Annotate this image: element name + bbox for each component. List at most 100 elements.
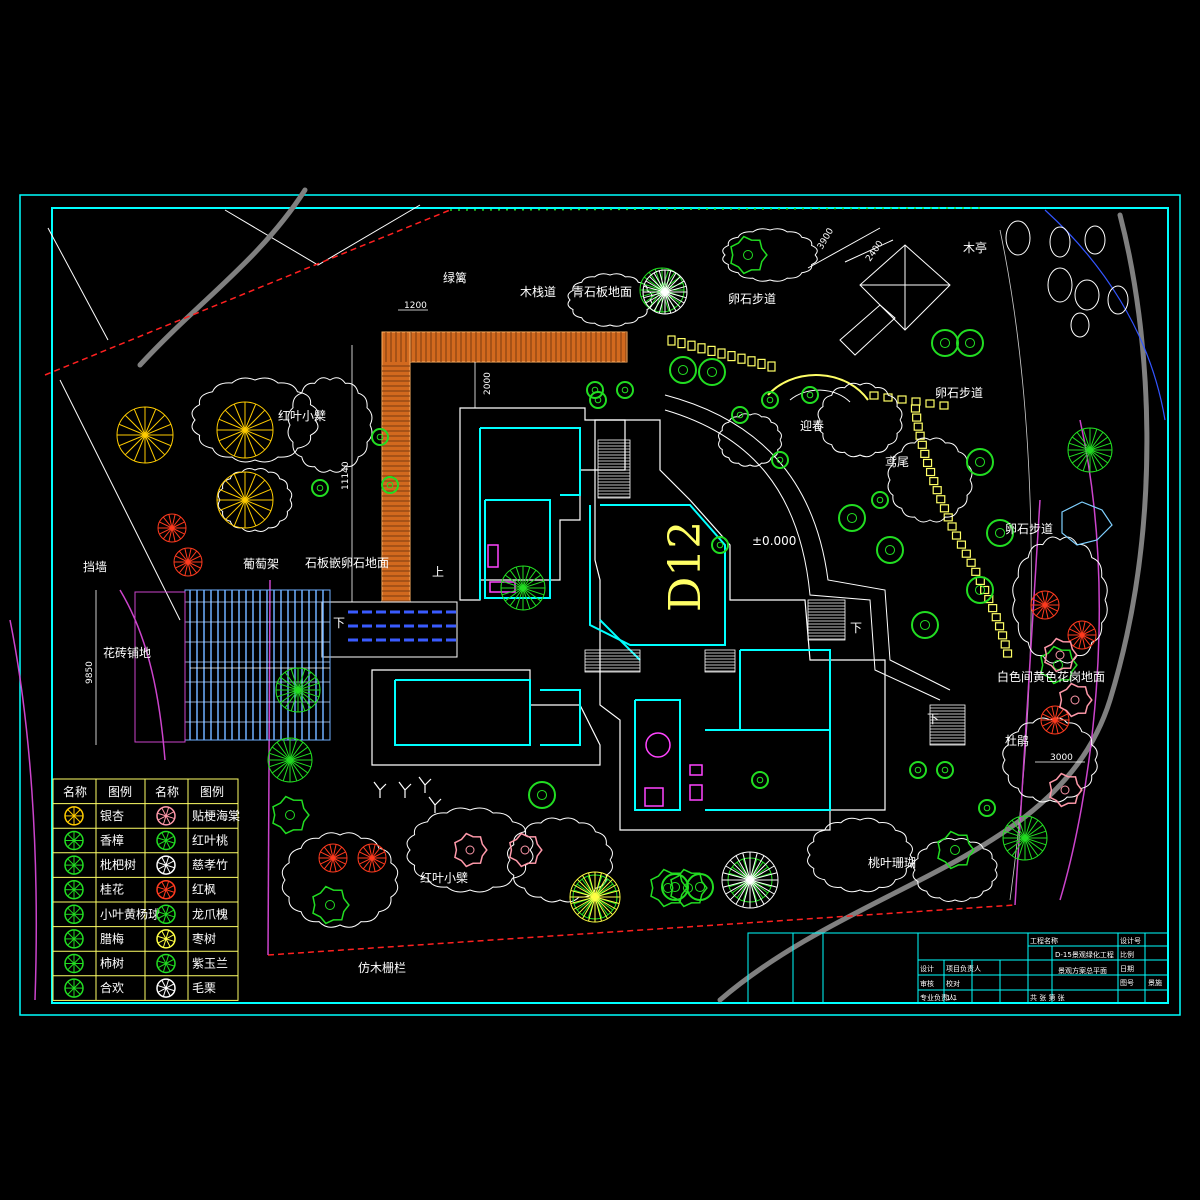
plant-outline bbox=[686, 873, 714, 901]
plant-spoke bbox=[653, 291, 666, 312]
brick-paving-area bbox=[134, 591, 186, 743]
plant-spoke bbox=[1089, 436, 1109, 451]
plant-spoke bbox=[576, 896, 596, 916]
bamboo-leaf bbox=[373, 781, 387, 798]
plant-spoke bbox=[1045, 719, 1056, 732]
plant-spoke bbox=[522, 587, 537, 607]
plant-spoke bbox=[645, 291, 666, 304]
legend-symbol-spoke bbox=[157, 812, 167, 817]
boundary-lines bbox=[9, 207, 1101, 1001]
legend-symbol-spoke bbox=[67, 956, 75, 964]
plant-spoke bbox=[594, 896, 608, 919]
shrub-mass bbox=[912, 838, 998, 902]
plant-spoke bbox=[749, 865, 775, 881]
legend-symbol-spoke bbox=[73, 864, 81, 872]
legend-symbol-spoke bbox=[165, 905, 170, 915]
pebble bbox=[991, 613, 1001, 622]
legend-symbol-ring bbox=[156, 879, 176, 900]
plant-spoke bbox=[1011, 837, 1026, 857]
wooden-pavilion bbox=[807, 227, 951, 331]
legend-symbol-ring bbox=[156, 806, 176, 826]
plant-core bbox=[983, 804, 991, 812]
legend-symbol-spoke bbox=[73, 840, 81, 848]
tb-tag-3: 日期 bbox=[1120, 965, 1134, 973]
rockery bbox=[1061, 501, 1113, 546]
pebble bbox=[717, 348, 726, 359]
plant-spoke bbox=[1024, 830, 1047, 839]
plant-spoke bbox=[282, 738, 291, 761]
plant-outline bbox=[616, 381, 634, 399]
legend-symbol-ring bbox=[156, 855, 176, 875]
plant-spoke bbox=[168, 514, 173, 529]
label-up: 上 bbox=[432, 565, 444, 579]
plant-outline bbox=[937, 830, 975, 870]
plant-core bbox=[736, 411, 744, 419]
label-slate-pebble: 石板嵌卵石地面 bbox=[305, 556, 389, 570]
small-shrub bbox=[586, 381, 604, 399]
plant-spoke bbox=[749, 859, 771, 881]
plant-outline bbox=[771, 451, 789, 469]
plant-outline bbox=[986, 519, 1014, 547]
plant-spoke bbox=[576, 878, 596, 898]
pebble-paths bbox=[667, 335, 1013, 658]
legend-symbol-icon bbox=[156, 806, 176, 826]
plant-spoke bbox=[133, 408, 146, 436]
entrance-paving bbox=[321, 601, 458, 658]
legend-symbol-spoke bbox=[67, 889, 75, 897]
plant-core bbox=[716, 541, 724, 549]
round-shrub bbox=[669, 356, 697, 384]
shrub-outline bbox=[287, 377, 373, 473]
plant-spoke bbox=[749, 855, 765, 881]
plant-spoke bbox=[1054, 719, 1068, 727]
label-faux-wood-fence: 仿木栅栏 bbox=[358, 960, 406, 975]
plant-spoke bbox=[588, 896, 596, 922]
legend-symbol-spoke bbox=[165, 835, 175, 841]
plant-outline bbox=[966, 448, 994, 476]
round-shrub bbox=[528, 781, 556, 809]
label-down-3: 下 bbox=[333, 616, 345, 630]
pebble bbox=[707, 345, 716, 356]
plant-spoke bbox=[594, 896, 614, 916]
pebble bbox=[939, 504, 950, 513]
plant-spoke bbox=[362, 857, 373, 870]
round-shrub bbox=[956, 329, 984, 357]
legend-symbol-icon bbox=[156, 879, 176, 900]
plant-spoke bbox=[515, 566, 524, 589]
plant-spoke bbox=[643, 285, 666, 293]
plant-outline bbox=[838, 504, 866, 532]
legend-symbol-spoke bbox=[165, 938, 175, 943]
plant-spoke bbox=[1071, 449, 1091, 464]
plant-core bbox=[964, 337, 976, 349]
shrub-outline bbox=[281, 832, 399, 928]
plant-spoke bbox=[1032, 604, 1046, 612]
red-maple bbox=[1030, 590, 1060, 620]
plant-spoke bbox=[749, 879, 771, 901]
white-radial-tree bbox=[642, 269, 688, 315]
plant-spoke bbox=[289, 759, 298, 782]
plant-spoke bbox=[1003, 830, 1026, 839]
plant-spoke bbox=[289, 759, 304, 779]
plant-spoke bbox=[159, 521, 173, 529]
pebble bbox=[913, 422, 923, 431]
pebble bbox=[951, 531, 962, 540]
plant-spoke bbox=[1024, 824, 1044, 839]
round-shrub bbox=[876, 536, 904, 564]
legend-name-right: 紫玉兰 bbox=[192, 957, 228, 971]
dim-2000: 2000 bbox=[483, 372, 493, 395]
tb-company: 工程名称 bbox=[1030, 936, 1058, 945]
legend-symbol-spoke bbox=[162, 963, 167, 973]
plant-spoke bbox=[654, 268, 663, 291]
plant-spoke bbox=[297, 668, 306, 691]
plant-spoke bbox=[289, 746, 309, 761]
dim-9850: 9850 bbox=[85, 661, 95, 684]
label-boardwalk: 木栈道 bbox=[520, 284, 556, 299]
tb-project: D-15景观绿化工程 bbox=[1055, 950, 1114, 959]
plant-spoke bbox=[1042, 713, 1056, 721]
small-shrub bbox=[801, 386, 819, 404]
red-maple bbox=[173, 547, 203, 577]
legend-header-name-1: 名称 bbox=[63, 784, 87, 799]
legend-header-symbol-2: 图例 bbox=[200, 785, 224, 799]
plant-spoke bbox=[175, 561, 189, 569]
legend-symbol-spoke bbox=[73, 963, 81, 971]
legend-symbol-spoke bbox=[73, 907, 81, 915]
